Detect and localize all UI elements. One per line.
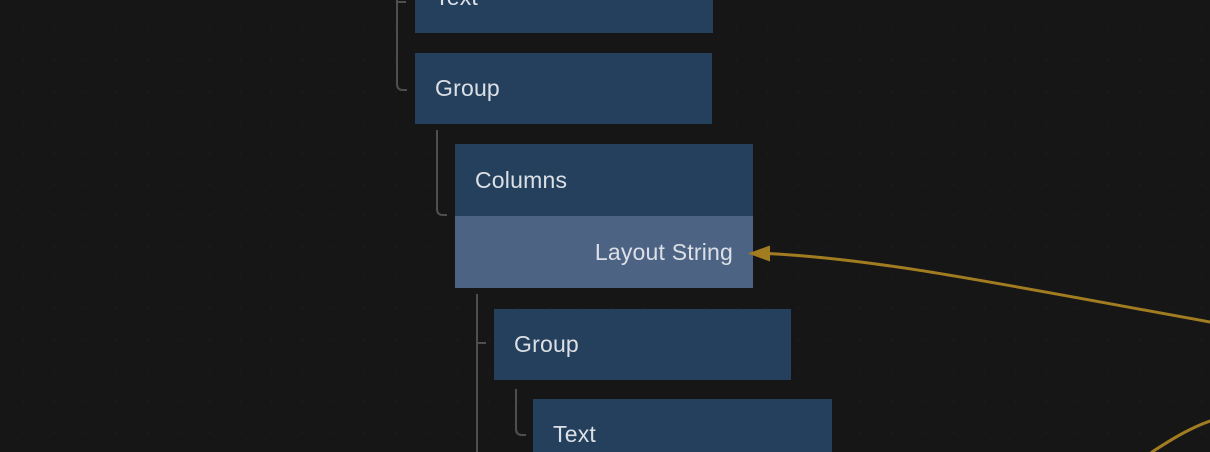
connection-wire-bottom[interactable] [1150, 419, 1210, 452]
tree-connector-group-1 [396, 0, 407, 91]
tree-connector-text-2 [515, 389, 526, 436]
node-label: Text [553, 421, 596, 447]
node-label: Columns [475, 166, 568, 193]
port-label: Layout String [594, 238, 733, 265]
tree-node-text-2[interactable]: Text [533, 399, 832, 452]
node-header[interactable]: Columns [455, 144, 753, 216]
tree-node-text-1[interactable]: Text [415, 0, 713, 33]
node-label: Group [514, 331, 579, 357]
tree-node-group-1[interactable]: Group [415, 53, 712, 124]
connection-arrowhead-icon [748, 245, 770, 262]
tree-node-group-2[interactable]: Group [494, 309, 791, 380]
input-port-layout-string[interactable]: Layout String [455, 216, 753, 288]
node-label: Text [415, 0, 478, 11]
connection-wire-layout-string[interactable] [765, 252, 1210, 324]
tree-node-columns[interactable]: Columns Layout String [455, 144, 753, 288]
node-label: Group [435, 75, 500, 101]
tree-connector-columns [436, 130, 447, 216]
